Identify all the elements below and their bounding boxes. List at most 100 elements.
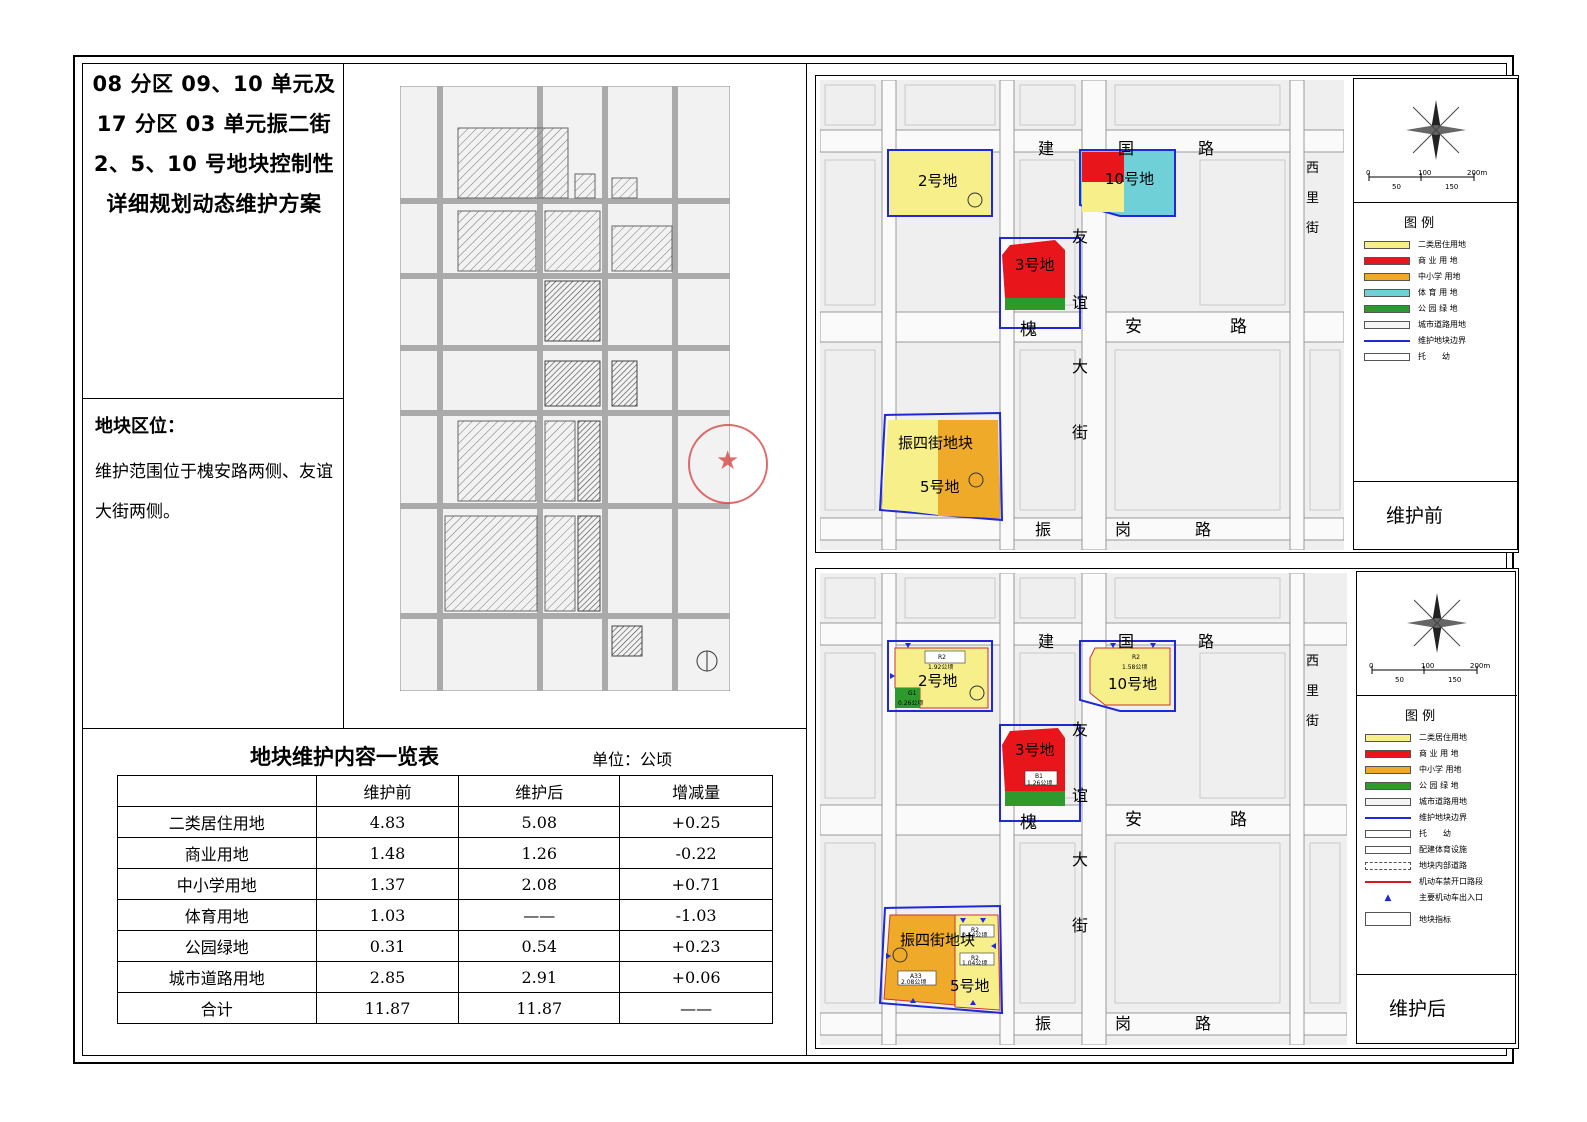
table-cell: 2.91 xyxy=(458,961,621,993)
scale-label: 0 xyxy=(1369,662,1374,670)
street-jianguo-3: 路 xyxy=(1198,139,1214,158)
map-before: 2号地 10号地 3号地 振四街地块 5号地 建 国 路 槐 安 路 友 谊 大… xyxy=(820,80,1344,550)
tag-p5b-area: 1.04公顷 xyxy=(962,959,987,967)
legend-item: 配建体育设施 xyxy=(1365,844,1467,855)
legend-item: 维护地块边界 xyxy=(1365,812,1467,823)
table-cell: +0.06 xyxy=(619,961,773,993)
street-youyi-3: 大 xyxy=(1072,357,1088,376)
street-youyi-after-4: 街 xyxy=(1072,916,1088,935)
legend-item: 商 业 用 地 xyxy=(1365,748,1459,759)
table-cell: 公园绿地 xyxy=(117,930,317,962)
table-header-cell: 增减量 xyxy=(619,775,773,807)
tag-p2-area: 1.92公顷 xyxy=(928,663,953,671)
table-cell: 11.87 xyxy=(458,992,621,1024)
plot-3-label: 3号地 xyxy=(1015,256,1055,274)
tag-p2-code: R2 xyxy=(938,654,946,661)
table-cell: +0.71 xyxy=(619,868,773,900)
street-zhengang: 振 xyxy=(1035,520,1051,539)
location-text: 维护范围位于槐安路两侧、友谊大街两侧。 xyxy=(95,462,333,522)
street-zhengang-after: 振 xyxy=(1035,1014,1051,1033)
table-cell: -0.22 xyxy=(619,837,773,869)
street-youyi-after-3: 大 xyxy=(1072,850,1088,869)
plot-2-label-after: 2号地 xyxy=(918,672,958,690)
table-row: 中小学用地 1.37 2.08 +0.71 xyxy=(117,868,773,900)
legend-item: 商 业 用 地 xyxy=(1364,255,1458,266)
scale-bar xyxy=(1368,173,1475,181)
table-cell: 2.08 xyxy=(458,868,621,900)
table-cell: 5.08 xyxy=(458,806,621,838)
tag-p3-area: 1.26公顷 xyxy=(1027,779,1052,787)
tag-p2g-code: G1 xyxy=(908,690,917,697)
plan-title: 08 分区 09、10 单元及 17 分区 03 单元振二街 2、5、10 号地… xyxy=(88,64,340,224)
street-zhengang-after-3: 路 xyxy=(1195,1014,1211,1033)
plot-3-green xyxy=(1005,298,1065,310)
table-cell: 4.83 xyxy=(315,806,460,838)
table-cell: 1.37 xyxy=(315,868,460,900)
table-cell: 体育用地 xyxy=(117,899,317,931)
official-seal: ★ xyxy=(688,424,768,504)
divider-location xyxy=(82,398,344,399)
street-xili-after: 西 xyxy=(1306,654,1319,669)
table-cell: 城市道路用地 xyxy=(117,961,317,993)
tag-p3-code: B1 xyxy=(1035,773,1043,780)
table-cell: 合计 xyxy=(117,992,317,1024)
street-huaian: 槐 xyxy=(1020,320,1037,340)
table-row: 二类居住用地 4.83 5.08 +0.25 xyxy=(117,806,773,838)
street-xili-after-2: 里 xyxy=(1306,684,1319,699)
legend-item: 维护地块边界 xyxy=(1364,335,1466,346)
table-header-cell xyxy=(117,775,317,807)
inner-frame xyxy=(82,63,1507,1056)
table-cell: 2.85 xyxy=(315,961,460,993)
street-huaian-2: 安 xyxy=(1125,317,1142,337)
table-title: 地块维护内容一览表 xyxy=(250,745,439,769)
table-cell: 11.87 xyxy=(315,992,460,1024)
title-line: 详细规划动态维护方案 xyxy=(106,192,322,216)
legend-item: 中小学 用地 xyxy=(1364,271,1461,282)
scale-label: 50 xyxy=(1392,183,1401,191)
legend-item: 地块指标 xyxy=(1365,912,1451,926)
street-youyi-after-2: 谊 xyxy=(1072,786,1088,805)
table-cell: 1.26 xyxy=(458,837,621,869)
scale-bar-after xyxy=(1371,666,1478,674)
table-cell: —— xyxy=(619,992,773,1024)
tag-p2g-area: 0.26公顷 xyxy=(898,699,923,707)
street-youyi: 友 xyxy=(1072,227,1088,246)
north-arrow-icon xyxy=(1406,100,1466,160)
street-huaian-after: 槐 xyxy=(1020,813,1037,833)
plot-5-label-after: 5号地 xyxy=(950,977,990,995)
legend-item: 托 幼 xyxy=(1365,828,1451,839)
table-header-cell: 维护前 xyxy=(315,775,460,807)
zhensi-label-after: 振四街地块 xyxy=(900,931,975,949)
context-map xyxy=(400,86,730,691)
plot-10-label-after: 10号地 xyxy=(1108,675,1157,693)
legend-item: 二类居住用地 xyxy=(1365,732,1467,743)
street-huaian-after-2: 安 xyxy=(1125,810,1142,830)
divider-table xyxy=(82,728,807,729)
street-huaian-after-3: 路 xyxy=(1230,810,1247,830)
scale-label: 200m xyxy=(1467,169,1488,177)
title-line: 08 分区 09、10 单元及 xyxy=(92,72,336,96)
maintenance-table: 维护前 维护后 增减量 二类居住用地 4.83 5.08 +0.25 商业用地 … xyxy=(117,775,773,1024)
legend-item: 中小学 用地 xyxy=(1365,764,1462,775)
table-unit: 单位：公顷 xyxy=(592,750,673,769)
location-heading: 地块区位： xyxy=(95,416,185,437)
plot-10-label: 10号地 xyxy=(1105,170,1154,188)
table-cell: +0.25 xyxy=(619,806,773,838)
tag-p5a-code: R2 xyxy=(971,927,979,934)
table-row: 体育用地 1.03 —— -1.03 xyxy=(117,899,773,931)
legend-title-after: 图 例 xyxy=(1405,709,1436,724)
street-zhengang-2: 岗 xyxy=(1115,520,1131,539)
tag-p5c-code: A33 xyxy=(910,973,922,980)
street-jianguo: 建 xyxy=(1038,139,1054,158)
street-jianguo-after-3: 路 xyxy=(1198,632,1214,651)
legend-item: 公 园 绿 地 xyxy=(1365,780,1459,791)
street-youyi-2: 谊 xyxy=(1072,293,1088,312)
legend-item: 城市道路用地 xyxy=(1365,796,1467,807)
table-cell: 二类居住用地 xyxy=(117,806,317,838)
state-before-label: 维护前 xyxy=(1386,505,1444,527)
state-after-label: 维护后 xyxy=(1389,998,1447,1020)
street-xili: 西 xyxy=(1306,161,1319,176)
tag-p5c-area: 2.08公顷 xyxy=(901,978,926,986)
plot-3-label-after: 3号地 xyxy=(1015,741,1055,759)
north-arrow-icon-after xyxy=(1407,593,1467,653)
